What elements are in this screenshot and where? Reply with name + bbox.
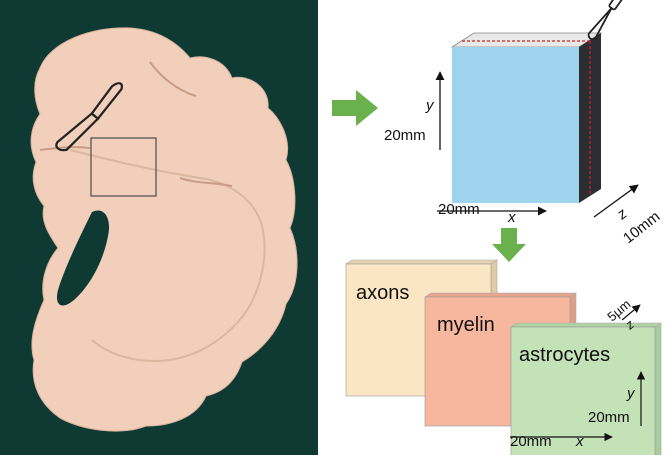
layer-myelin-label: myelin — [437, 314, 495, 336]
layer-axons-label: axons — [356, 282, 409, 304]
block-y-size-label: 20mm — [384, 127, 426, 144]
layer-myelin-edge — [425, 293, 576, 297]
layer-astrocytes-edge — [511, 323, 661, 327]
block-x-axis-label: x — [507, 209, 516, 226]
layer-astrocytes-label: astrocytes — [519, 344, 610, 366]
block-z-axis-label: z — [613, 205, 631, 224]
layer-axons-edge — [346, 260, 497, 264]
brain-slice-photo — [0, 0, 318, 455]
layer-y-size-label: 20mm — [588, 409, 630, 426]
block-front-face — [452, 47, 579, 203]
layer-x-size-label: 20mm — [510, 433, 552, 450]
block-x-size-label: 20mm — [438, 201, 480, 218]
right-arrow — [332, 90, 378, 126]
layer-x-axis-label: x — [575, 433, 584, 450]
block-y-axis-label: y — [425, 97, 435, 114]
tissue-block — [452, 0, 627, 203]
block-top-face — [452, 33, 601, 47]
down-arrow — [492, 228, 526, 262]
layer-astrocytes-side — [655, 323, 661, 455]
